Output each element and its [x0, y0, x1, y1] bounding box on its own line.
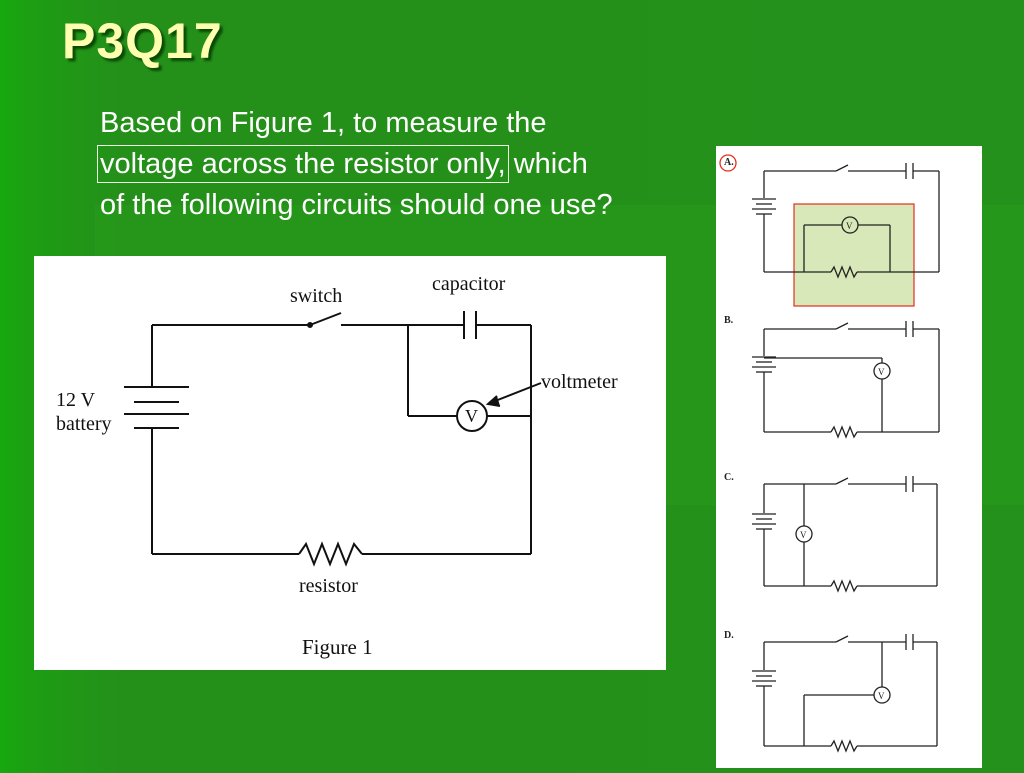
battery-voltage-label: 12 V: [56, 389, 96, 411]
option-b-label: B.: [724, 315, 734, 326]
battery-label: battery: [56, 413, 112, 435]
option-a[interactable]: A. V: [719, 154, 940, 307]
voltmeter-arrow: [489, 382, 542, 404]
highlighted-phrase: voltage across the resistor only,: [97, 145, 509, 183]
selected-answer-circle: [719, 154, 737, 172]
figure-caption: Figure 1: [302, 635, 373, 659]
resistor-symbol: [298, 541, 363, 567]
slide-title: P3Q17: [62, 13, 223, 69]
selected-highlight: [793, 203, 915, 307]
arrow-head: [485, 395, 501, 407]
question-line-1: Based on Figure 1, to measure the: [100, 107, 547, 139]
option-a-voltmeter-v: V: [846, 221, 853, 231]
question-line-2-end: which: [513, 148, 588, 180]
switch-lever: [309, 312, 342, 326]
option-d-label: D.: [724, 630, 734, 641]
question-text: Based on Figure 1, to measure the voltag…: [97, 103, 730, 226]
voltmeter-v-label: V: [465, 406, 478, 426]
figure-1-circuit: switch capacitor voltmeter V 12 V batter…: [56, 273, 618, 659]
voltmeter-label: voltmeter: [541, 371, 618, 393]
capacitor-label: capacitor: [432, 273, 506, 295]
option-d[interactable]: D. V: [724, 630, 938, 753]
figure-1-panel: switch capacitor voltmeter V 12 V batter…: [34, 256, 666, 670]
resistor-label: resistor: [299, 575, 358, 597]
option-a-label: A.: [724, 157, 734, 168]
options-circuits: A. V B.: [719, 154, 940, 753]
option-b[interactable]: B. V: [724, 315, 940, 439]
option-c[interactable]: C. V: [724, 472, 938, 593]
question-line-2: voltage across the resistor only, which: [97, 144, 730, 185]
options-panel: A. V B.: [716, 146, 982, 768]
question-line-3: of the following circuits should one use…: [100, 189, 613, 221]
option-d-voltmeter-v: V: [878, 691, 885, 701]
option-c-label: C.: [724, 472, 734, 483]
option-b-voltmeter-v: V: [878, 367, 885, 377]
option-c-voltmeter-v: V: [800, 530, 807, 540]
switch-label: switch: [290, 285, 342, 307]
